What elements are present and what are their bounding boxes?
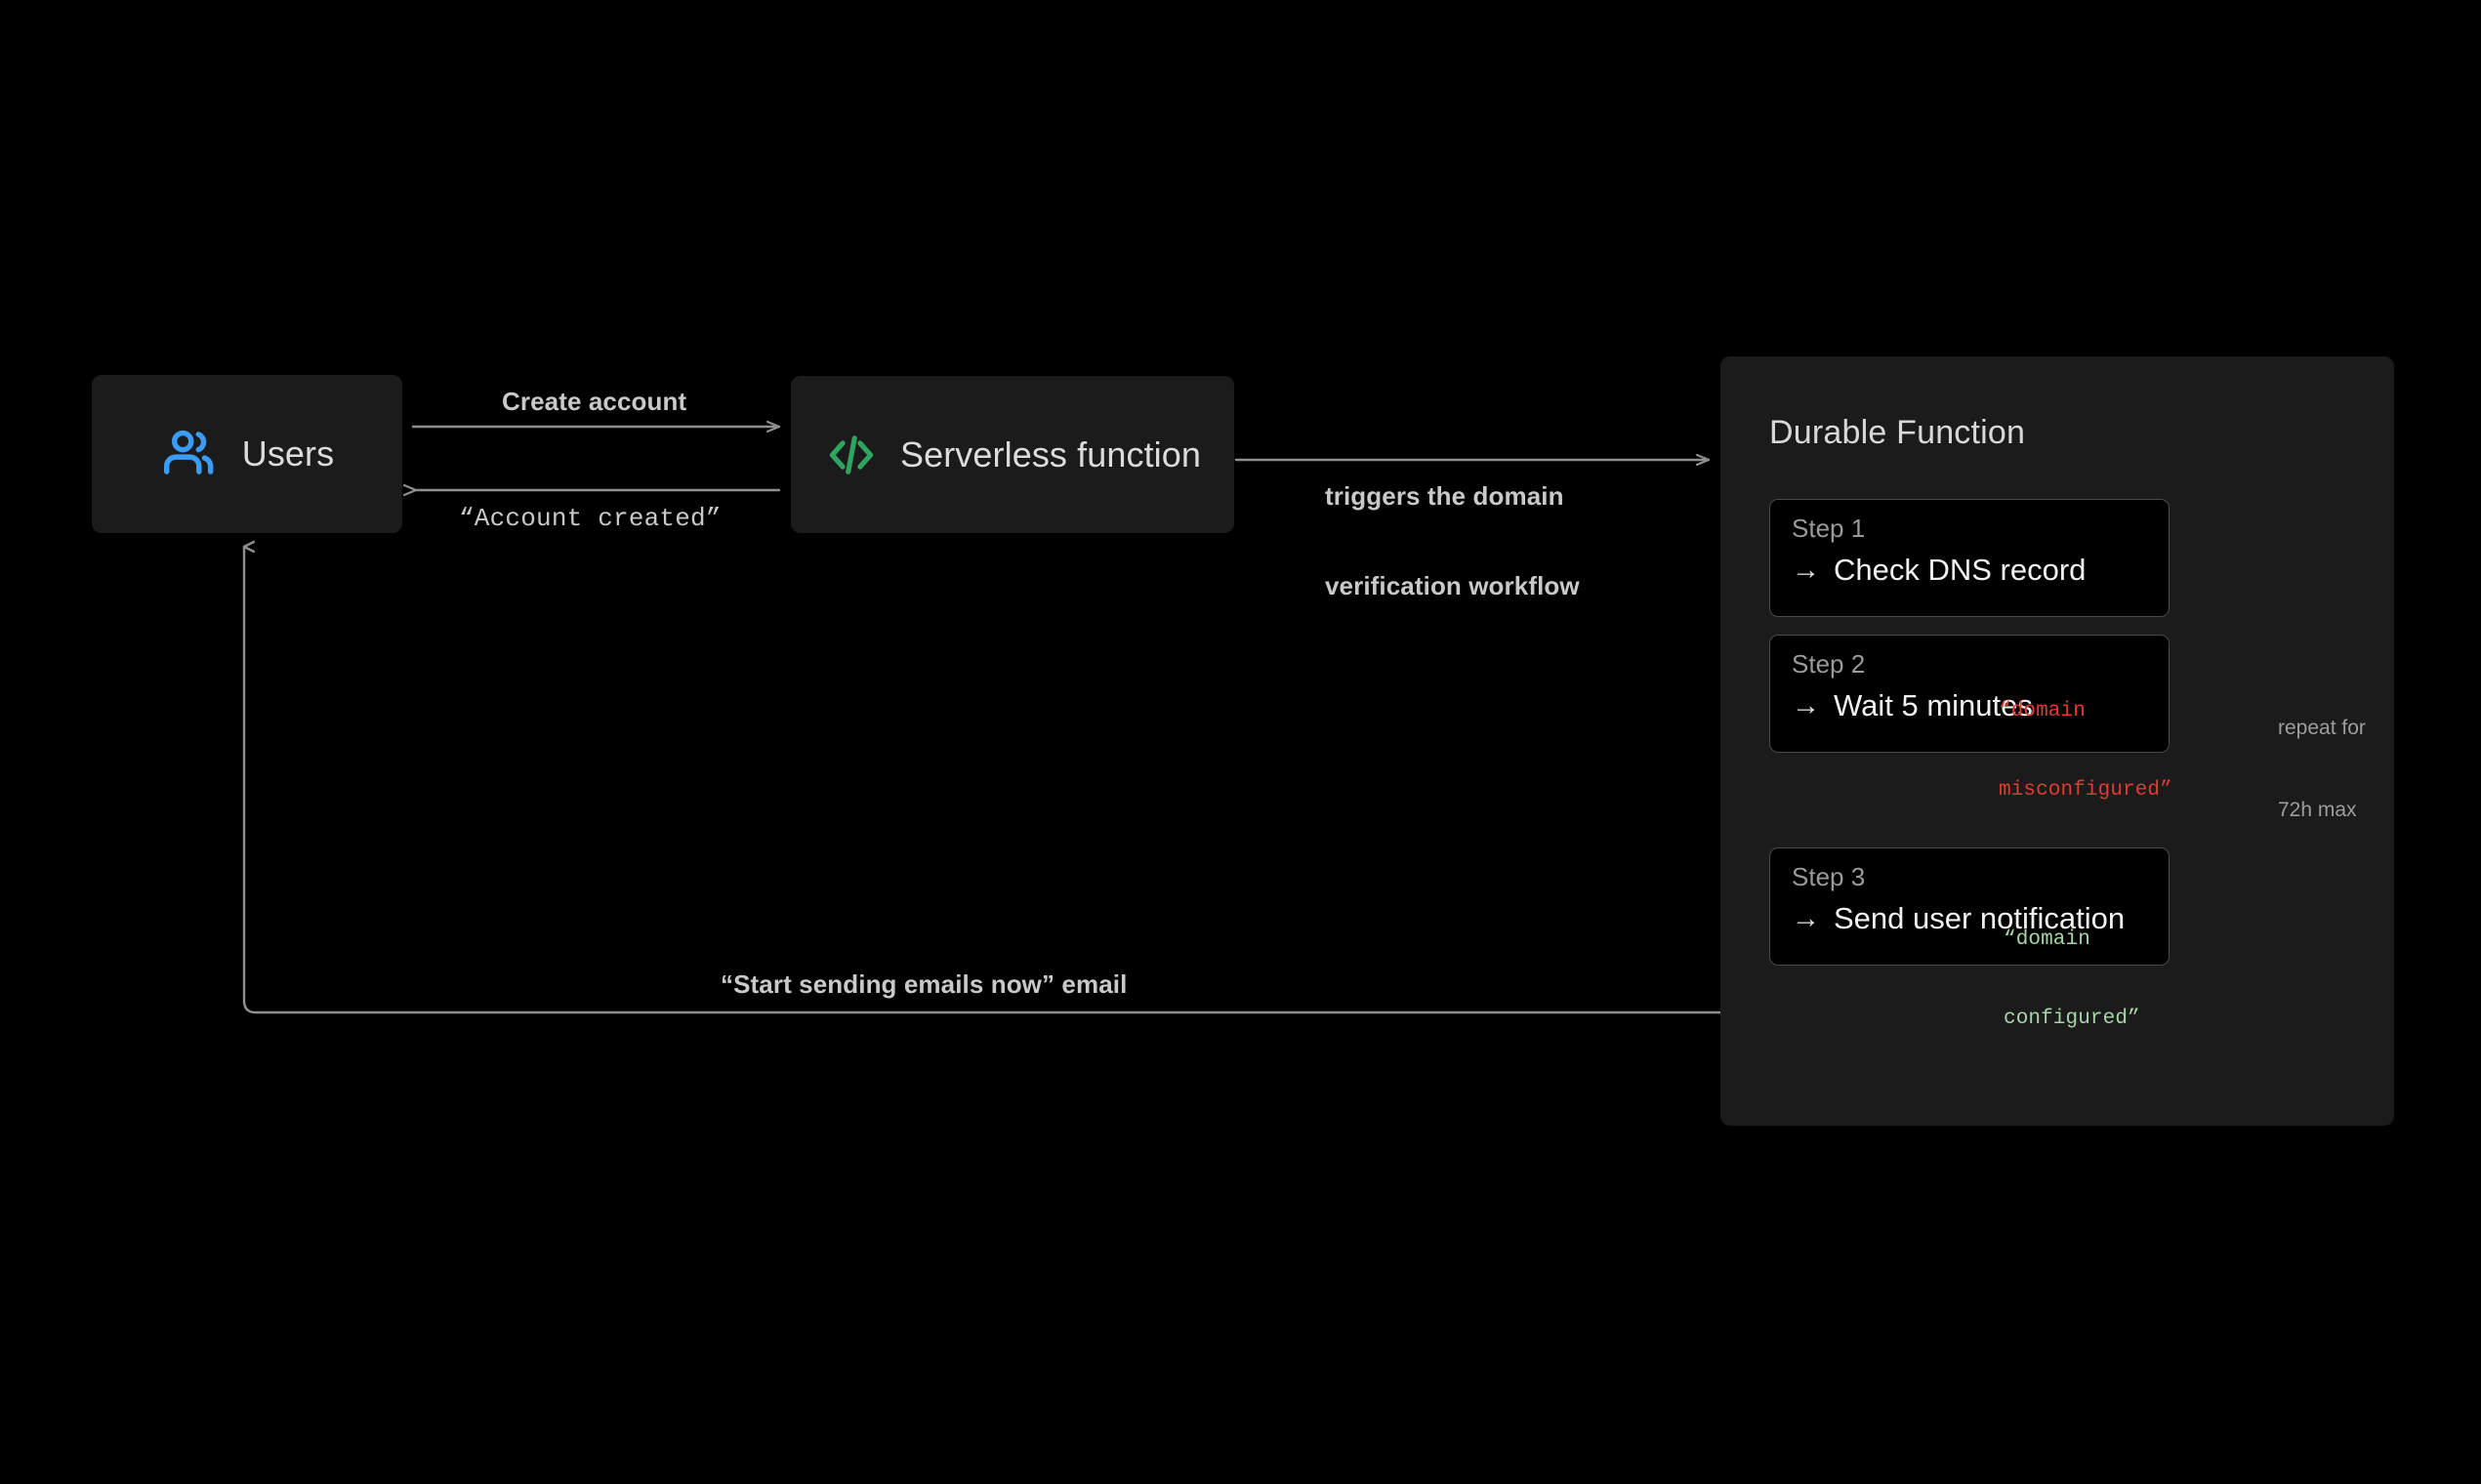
edge-label-misconfigured-line1: “domain: [1999, 699, 2086, 722]
arrow-right-icon: →: [1792, 689, 1820, 721]
step-2-text: Wait 5 minutes: [1834, 688, 2033, 722]
edge-label-configured-line1: “domain: [2004, 928, 2090, 951]
code-icon: [824, 428, 879, 482]
edge-label-repeat-72h: repeat for 72h max: [2278, 660, 2366, 878]
node-users-label: Users: [241, 433, 335, 474]
step-1-body: → Check DNS record: [1792, 553, 2086, 588]
step-2-kicker: Step 2: [1792, 649, 1866, 679]
step-card-1[interactable]: Step 1 → Check DNS record: [1769, 499, 2170, 617]
step-3-kicker: Step 3: [1792, 862, 1866, 891]
edge-label-domain-configured: “domain configured”: [2004, 873, 2140, 1086]
step-3-text: Send user notification: [1834, 901, 2126, 935]
edge-label-account-created: “Account created”: [459, 504, 722, 533]
edge-label-start-sending-email: “Start sending emails now” email: [721, 969, 1128, 999]
edge-label-repeat-line1: repeat for: [2278, 716, 2366, 739]
edge-label-domain-misconfigured: “domain misconfigured”: [1999, 644, 2172, 857]
step-1-text: Check DNS record: [1834, 553, 2087, 587]
edge-label-triggers-line1: triggers the domain: [1325, 481, 1564, 512]
edge-label-misconfigured-line2: misconfigured”: [1999, 779, 2172, 803]
arrow-right-icon: →: [1792, 902, 1820, 934]
arrow-right-icon: →: [1792, 554, 1820, 586]
step-card-3[interactable]: Step 3 → Send user notification: [1769, 847, 2170, 966]
users-icon: [160, 424, 221, 484]
edge-label-create-account: Create account: [502, 387, 687, 416]
node-serverless-function[interactable]: Serverless function: [791, 376, 1234, 533]
edge-label-triggers-workflow: triggers the domain verification workflo…: [1325, 422, 1580, 661]
edge-label-repeat-line2: 72h max: [2278, 798, 2357, 821]
durable-function-title: Durable Function: [1769, 414, 2026, 451]
edge-label-triggers-line2: verification workflow: [1325, 571, 1580, 601]
step-card-2[interactable]: Step 2 → Wait 5 minutes: [1769, 635, 2170, 753]
node-serverless-function-label: Serverless function: [899, 433, 1202, 474]
step-2-body: → Wait 5 minutes: [1792, 688, 2033, 723]
step-1-kicker: Step 1: [1792, 514, 1866, 543]
edge-label-configured-line2: configured”: [2004, 1008, 2140, 1031]
step-3-body: → Send user notification: [1792, 901, 2125, 936]
panel-durable-function: Durable Function Step 1 → Check DNS reco…: [1720, 356, 2394, 1126]
node-users[interactable]: Users: [92, 375, 402, 533]
